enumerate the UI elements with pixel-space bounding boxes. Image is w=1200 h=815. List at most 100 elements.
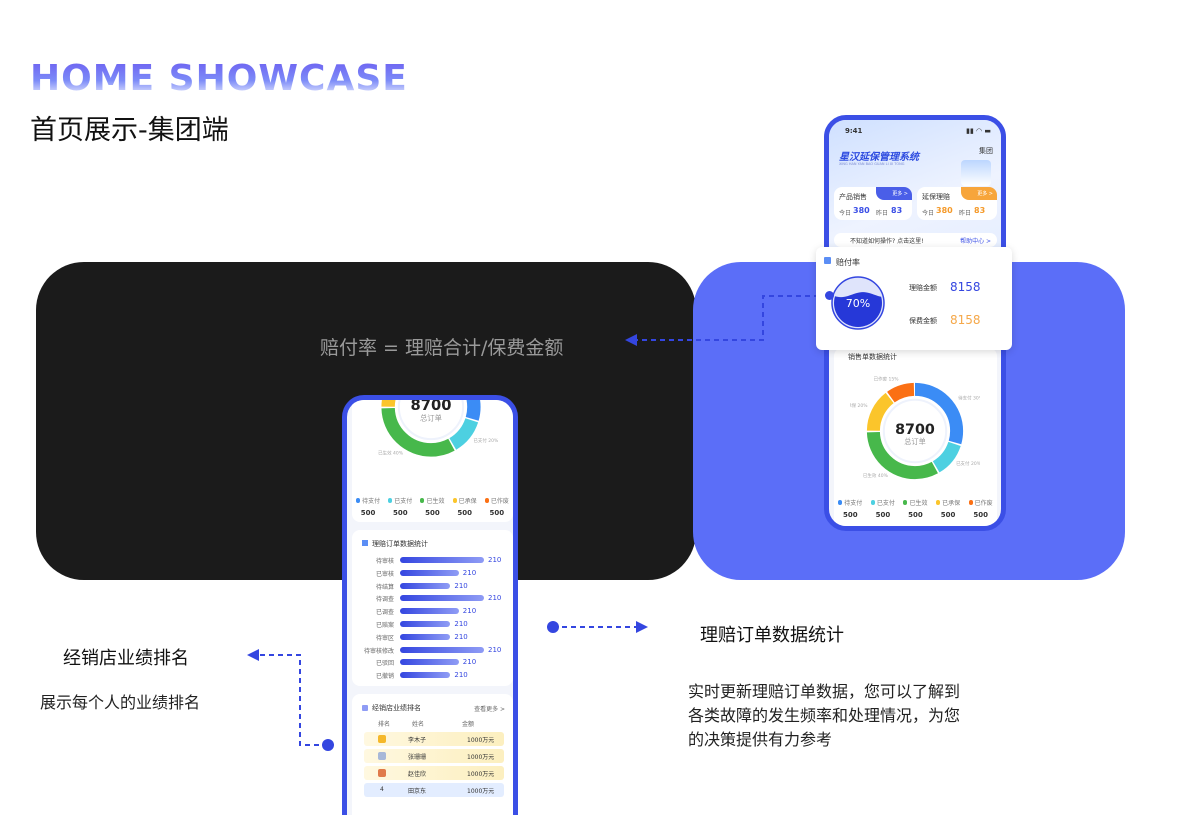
bar-row: 待结算 210 [352,581,512,591]
app-subtitle: XING HAN YAN BAO GUAN LI XI TONG [839,162,905,166]
donut-segment-待支付 [381,400,481,457]
rank-amount: 1000万元 [467,737,495,744]
bar [400,646,484,653]
bar [400,633,451,640]
donut-chart: 待支付 30%已支付 20%已生效 40%已承保 20%已作废 15%8700总… [378,397,499,457]
car-illustration [961,160,991,186]
payout-rate-popup: 赔付率 70% 理赔金额 8158 保费金额 8158 [816,247,1012,350]
legend-value: 500 [360,509,376,517]
donut-segment-待支付 [866,382,964,480]
total-value: 8700 [410,397,451,414]
bar-value: 210 [462,658,477,667]
rank-name: 李木子 [408,737,427,744]
legend-item: 待支付 [356,496,380,505]
segment-label: 已承保 20% [850,402,868,409]
claim-value: 8158 [950,280,981,294]
bar [400,608,459,615]
legend-swatch [388,498,393,503]
legend-item: 已生效 [903,498,927,507]
bar-label: 已调查 [375,609,394,617]
rank-row[interactable]: 李木子 1000万元 [364,732,504,746]
bar-label: 待调查 [375,596,394,604]
bar-label: 待审核修改 [363,647,394,655]
bar-value: 210 [454,671,468,680]
legend-swatch [420,498,425,503]
bar-row: 已撤销 210 [352,670,512,680]
segment-label: 已支付 20% [956,460,980,467]
bar [400,582,451,589]
premium-label: 保费金额 [909,317,937,325]
notice-bar[interactable]: 不知道如何操作? 点击这里! 帮助中心 > [834,233,997,247]
bar-value: 210 [454,581,468,590]
donut-chart: 待支付 30%已支付 20%已生效 40%已承保 20%已作废 15%8700总… [843,375,984,480]
dot-icon [322,739,334,751]
bar-label: 待结算 [375,583,394,591]
claims-caption-desc: 实时更新理赔订单数据，您可以了解到各类故障的发生频率和处理情况，为您的决策提供有… [688,682,961,749]
legend-value: 500 [908,511,923,519]
legend-item: 已支付 [388,496,412,505]
rate-text: 70% [846,297,870,310]
bar-value: 210 [454,632,468,641]
legend-value: 500 [973,511,988,519]
bar [400,569,459,576]
legend-value: 500 [425,509,440,517]
title-icon [362,705,368,711]
donut-segment-已生效 [866,382,964,480]
legend-item: 已生效 [420,496,444,505]
rank-caption-title: 经销店业绩排名 [63,648,189,669]
title-icon [824,257,831,264]
heading-en: HOME SHOWCASE [30,58,408,99]
claim-label: 理赔金额 [909,284,937,292]
sales-stats-card: 待支付 30%已支付 20%已生效 40%已承保 20%已作废 15%8700总… [352,400,513,522]
legend-item: 已作废 [968,498,993,507]
legend-value: 500 [875,511,891,519]
rank-connector [258,654,328,746]
phone-left: 待支付 30%已支付 20%已生效 40%已承保 20%已作废 15%8700总… [342,395,518,815]
card-claims[interactable]: 延保理赔 更多 > 今日 380 昨日 83 [917,187,997,220]
donut-segment-已生效 [381,400,481,457]
total-value: 8700 [895,422,935,438]
rank-more-link[interactable]: 查看更多 > [474,706,505,713]
card-sales[interactable]: 产品销售 更多 > 今日 380 昨日 83 [834,187,912,220]
title-icon [362,540,368,546]
legend-item: 已作废 [484,496,509,505]
segment-label: 已生效 40% [378,449,404,456]
rank-name: 田京东 [408,788,427,795]
segment-label: 待支付 30% [958,395,980,402]
legend-value: 500 [842,511,858,519]
rank-caption-desc: 展示每个人的业绩排名 [40,693,201,712]
formula-text: 赔付率 = 理赔合计/保费金额 [320,337,564,359]
medal-icon [378,735,386,743]
bar-row: 已调查 210 [352,606,512,616]
premium-value: 8158 [950,313,981,327]
arrow-icon [625,334,637,346]
legend-swatch [452,498,457,503]
rank-amount: 1000万元 [467,788,495,795]
bar-label: 已驳回 [375,660,394,668]
dot-icon [825,291,834,300]
bar-value: 210 [488,594,502,603]
arrow-icon [247,649,259,661]
heading-cn: 首页展示-集团端 [30,115,229,146]
segment-label: 已作废 15% [874,375,900,382]
bar-value: 210 [462,568,477,577]
bar-label: 已撤销 [375,673,394,681]
claims-caption-title: 理赔订单数据统计 [700,625,844,646]
medal-icon [378,769,386,777]
org-switch[interactable]: 集团 [979,147,993,155]
legend-value: 500 [489,509,505,517]
segment-label: 已生效 40% [863,472,889,479]
legend-item: 已支付 [870,498,895,507]
help-center-link[interactable]: 帮助中心 > [960,238,991,245]
bar-value: 210 [462,607,477,616]
legend-item: 待支付 [838,498,862,507]
